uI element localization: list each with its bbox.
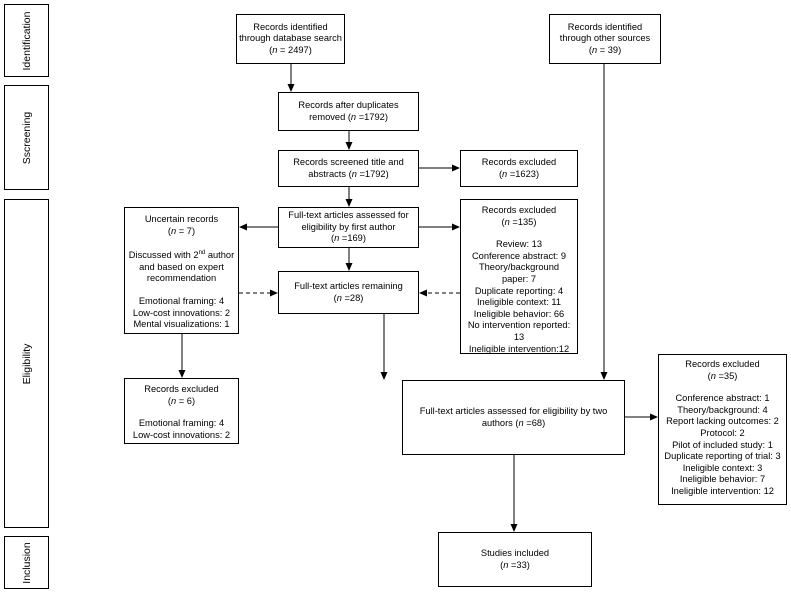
other-sources-line1: Records identified bbox=[567, 21, 643, 32]
screened-box: Records screened title and abstracts (n … bbox=[278, 150, 419, 187]
uncertain-item: Low-cost innovations: 2 bbox=[132, 307, 231, 318]
excluded-first-item: 13 bbox=[513, 331, 525, 342]
phase-eligibility: Eligibility bbox=[4, 199, 49, 528]
phase-screening: Sscreening bbox=[4, 85, 49, 190]
fulltext-two-line1: Full-text articles assessed for eligibil… bbox=[419, 405, 608, 416]
excluded-two-item: Theory/background: 4 bbox=[677, 404, 768, 415]
fulltext-two-box: Full-text articles assessed for eligibil… bbox=[402, 380, 625, 455]
phase-inclusion: Inclusion bbox=[4, 536, 49, 589]
other-sources-line2: through other sources bbox=[559, 33, 651, 44]
excluded-first-title: Records excluded bbox=[481, 205, 557, 215]
excluded-uncertain-count: (n = 6) bbox=[167, 395, 196, 406]
excluded-first-item: Theory/background bbox=[478, 262, 560, 273]
db-search-count: (n = 2497) bbox=[269, 44, 312, 55]
excluded-first-item: Duplicate reporting: 4 bbox=[474, 285, 564, 296]
excluded-two-item: Ineligible intervention: 12 bbox=[671, 485, 774, 496]
uncertain-records-box: Uncertain records (n = 7) Discussed with… bbox=[124, 207, 239, 334]
excluded-two-item: Pilot of included study: 1 bbox=[672, 439, 773, 450]
excluded-first-item: Ineligible behavior: 66 bbox=[473, 308, 565, 319]
excluded-two-count: (n =35) bbox=[707, 370, 738, 381]
included-line1: Studies included bbox=[480, 547, 550, 558]
excluded-two-item: Ineligible behavior: 7 bbox=[679, 474, 766, 485]
excluded-two-item: Ineligible context: 3 bbox=[682, 462, 763, 473]
phase-identification: Identification bbox=[4, 4, 49, 77]
db-search-box: Records identified through database sear… bbox=[236, 14, 345, 64]
excluded-two-item: Conference abstract: 1 bbox=[675, 393, 770, 404]
remaining-line1: Full-text articles remaining bbox=[294, 280, 403, 291]
db-search-line2: through database search bbox=[239, 33, 342, 44]
excluded-first-item: Conference abstract: 9 bbox=[471, 250, 567, 261]
excluded-screening-count: (n =1623) bbox=[498, 168, 540, 179]
uncertain-item: Mental visualizations: 1 bbox=[133, 319, 230, 330]
after-duplicates-line1: Records after duplicates bbox=[298, 99, 399, 110]
excluded-screening-box: Records excluded (n =1623) bbox=[460, 150, 578, 187]
after-duplicates-box: Records after duplicates removed (n =179… bbox=[278, 92, 419, 131]
db-search-line1: Records identified bbox=[253, 21, 328, 32]
screened-line1: Records screened title and bbox=[293, 156, 404, 167]
included-box: Studies included (n =33) bbox=[438, 532, 592, 587]
uncertain-item: Emotional framing: 4 bbox=[138, 296, 225, 307]
uncertain-discussed-line2: and based on expert bbox=[139, 261, 224, 272]
uncertain-discussed-line3: recommendation bbox=[146, 273, 217, 284]
after-duplicates-line2: removed (n =1792) bbox=[309, 111, 388, 122]
excluded-screening-title: Records excluded bbox=[481, 156, 557, 167]
excluded-first-item: Ineligible context: 11 bbox=[476, 297, 562, 308]
excluded-first-item: paper: 7 bbox=[501, 273, 537, 284]
excluded-first-item: Ineligible intervention:12 bbox=[468, 343, 570, 354]
excluded-first-item: Review: 13 bbox=[496, 239, 542, 250]
remaining-count: (n =28) bbox=[333, 292, 364, 303]
excluded-first-item: No intervention reported: bbox=[467, 320, 571, 331]
excluded-two-item: Report lacking outcomes: 2 bbox=[666, 416, 779, 427]
other-sources-count: (n = 39) bbox=[588, 44, 622, 55]
excluded-uncertain-item: Low-cost innovations: 2 bbox=[132, 429, 231, 440]
included-count: (n =33) bbox=[500, 559, 530, 570]
excluded-two-title: Records excluded bbox=[685, 359, 760, 369]
remaining-box: Full-text articles remaining (n =28) bbox=[278, 271, 419, 314]
uncertain-discussed-line1: Discussed with 2nd author bbox=[128, 250, 235, 261]
excluded-first-count: (n =135) bbox=[501, 216, 537, 227]
other-sources-box: Records identified through other sources… bbox=[549, 14, 661, 64]
excluded-two-item: Duplicate reporting of trial: 3 bbox=[664, 451, 781, 462]
excluded-first-box: Records excluded (n =135) Review: 13 Con… bbox=[460, 199, 578, 354]
uncertain-title: Uncertain records bbox=[144, 214, 219, 224]
excluded-uncertain-box: Records excluded (n = 6) Emotional frami… bbox=[124, 378, 239, 444]
uncertain-count: (n = 7) bbox=[167, 225, 196, 236]
screened-line2: abstracts (n =1792) bbox=[308, 168, 389, 179]
fulltext-first-box: Full-text articles assessed for eligibil… bbox=[278, 207, 419, 248]
fulltext-first-line2: eligibility by first author bbox=[301, 221, 396, 232]
fulltext-two-line2: authors (n =68) bbox=[481, 417, 546, 428]
fulltext-first-count: (n =169) bbox=[331, 233, 366, 244]
excluded-uncertain-item: Emotional framing: 4 bbox=[138, 418, 225, 429]
excluded-two-box: Records excluded (n =35) Conference abst… bbox=[658, 354, 787, 505]
excluded-uncertain-title: Records excluded bbox=[144, 384, 219, 394]
excluded-two-item: Protocol: 2 bbox=[700, 427, 745, 438]
fulltext-first-line1: Full-text articles assessed for bbox=[288, 210, 409, 221]
